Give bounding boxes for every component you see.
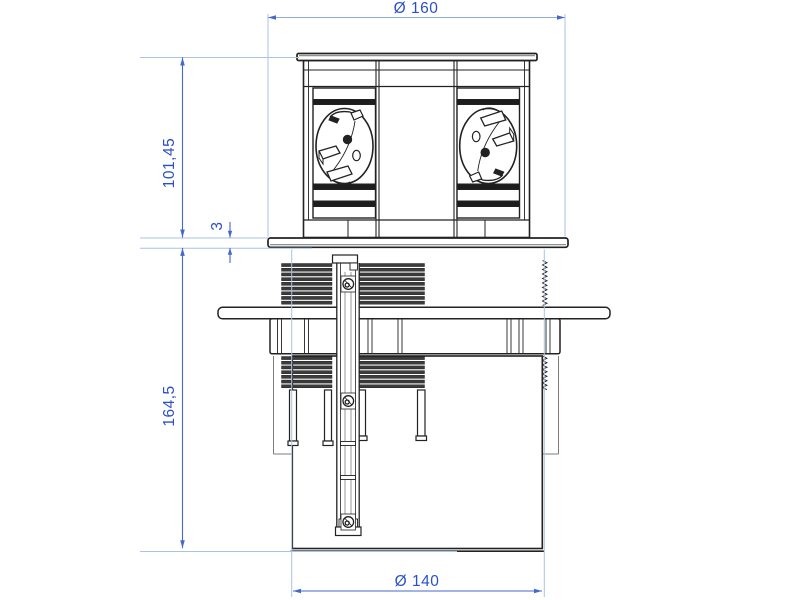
schuko-socket-right bbox=[458, 107, 518, 185]
dim-label-bottom-diameter: Ø 140 bbox=[394, 573, 440, 590]
dim-label-upper-height: 101,45 bbox=[161, 137, 178, 189]
screw-bottom bbox=[340, 513, 356, 531]
tower-lid bbox=[296, 52, 538, 62]
mounting-ring bbox=[217, 306, 611, 355]
dim-label-flange-thickness: 3 bbox=[209, 221, 226, 231]
screw-top bbox=[340, 275, 356, 293]
schuko-socket-left bbox=[315, 107, 374, 185]
lower-body bbox=[273, 355, 559, 553]
screw-channel bbox=[331, 254, 362, 537]
screw-middle bbox=[340, 392, 356, 410]
dim-label-top-diameter: Ø 160 bbox=[393, 0, 439, 17]
popup-tower bbox=[267, 52, 569, 249]
bracket-legs bbox=[287, 389, 428, 447]
flange-plate bbox=[267, 237, 569, 249]
dim-label-lower-height: 164,5 bbox=[161, 385, 178, 427]
rib-columns bbox=[281, 263, 425, 389]
dimension-lines bbox=[180, 15, 565, 594]
extension-lines bbox=[140, 14, 566, 597]
